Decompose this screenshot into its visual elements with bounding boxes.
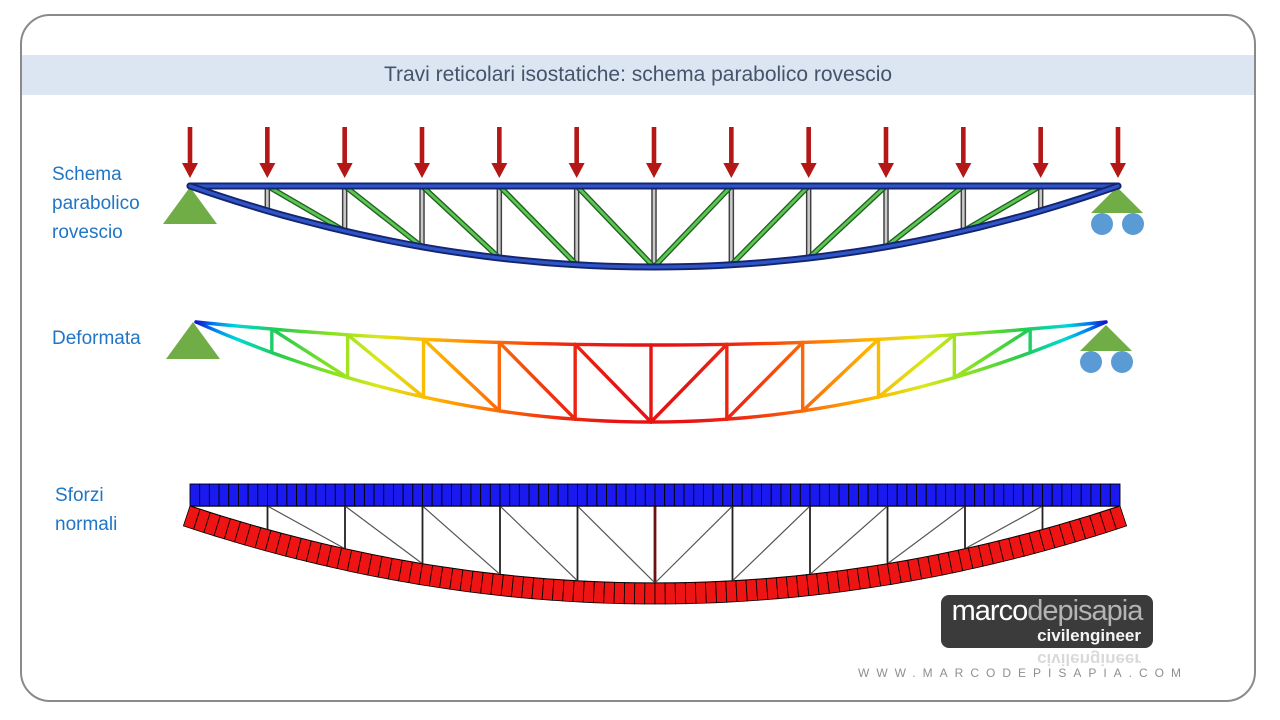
bottom-chord-force-band — [182, 505, 1128, 605]
load-arrow — [336, 163, 353, 178]
slide-title: Travi reticolari isostatiche: schema par… — [383, 63, 893, 86]
load-arrow — [878, 163, 894, 178]
roller-wheel — [1080, 351, 1102, 373]
roller-support-right — [1080, 325, 1132, 351]
hinge-support-left — [166, 322, 220, 359]
logo-name-last: depisapia — [1027, 595, 1143, 627]
logo-wordmark: marcodepisapia — [941, 596, 1153, 627]
load-arrow — [182, 163, 198, 178]
label-deformata: Deformata — [52, 324, 141, 353]
load-arrow — [1032, 163, 1049, 178]
diagram-sforzi-normali — [189, 505, 1121, 584]
logo-name-first: marco — [951, 595, 1029, 627]
label-sforzi-normali: Sforzi normali — [55, 481, 117, 539]
title-band: Travi reticolari isostatiche: schema par… — [22, 55, 1254, 95]
roller-wheel — [1111, 351, 1133, 373]
hinge-support-left — [163, 187, 217, 224]
roller-support-right — [1091, 187, 1143, 213]
label-line: Sforzi — [55, 485, 104, 506]
load-arrow — [568, 163, 585, 178]
label-line: rovescio — [52, 222, 123, 243]
logo: marcodepisapia civilengineer — [941, 595, 1153, 648]
label-line: Schema — [52, 164, 122, 185]
label-line: Deformata — [52, 328, 141, 349]
load-arrows — [182, 127, 1126, 178]
load-arrow — [723, 163, 740, 178]
load-arrow — [1110, 163, 1126, 178]
roller-wheel — [1122, 213, 1144, 235]
load-arrow — [955, 163, 972, 178]
website-url: WWW.MARCODEPISAPIA.COM — [858, 666, 1189, 680]
load-arrow — [414, 163, 430, 178]
top-chord-force-band — [189, 483, 1121, 507]
label-line: parabolico — [52, 193, 140, 214]
label-line: normali — [55, 514, 118, 535]
roller-wheel — [1091, 213, 1113, 235]
label-schema-parabolico-rovescio: Schema parabolico rovescio — [52, 160, 140, 247]
load-arrow — [491, 163, 508, 178]
diagram-deformata — [166, 320, 1133, 424]
diagram-schema-parabolico-rovescio — [163, 182, 1144, 271]
logo-subtitle: civilengineer — [1037, 626, 1141, 645]
load-arrow — [800, 163, 817, 178]
load-arrow — [646, 163, 662, 178]
load-arrow — [259, 163, 276, 178]
